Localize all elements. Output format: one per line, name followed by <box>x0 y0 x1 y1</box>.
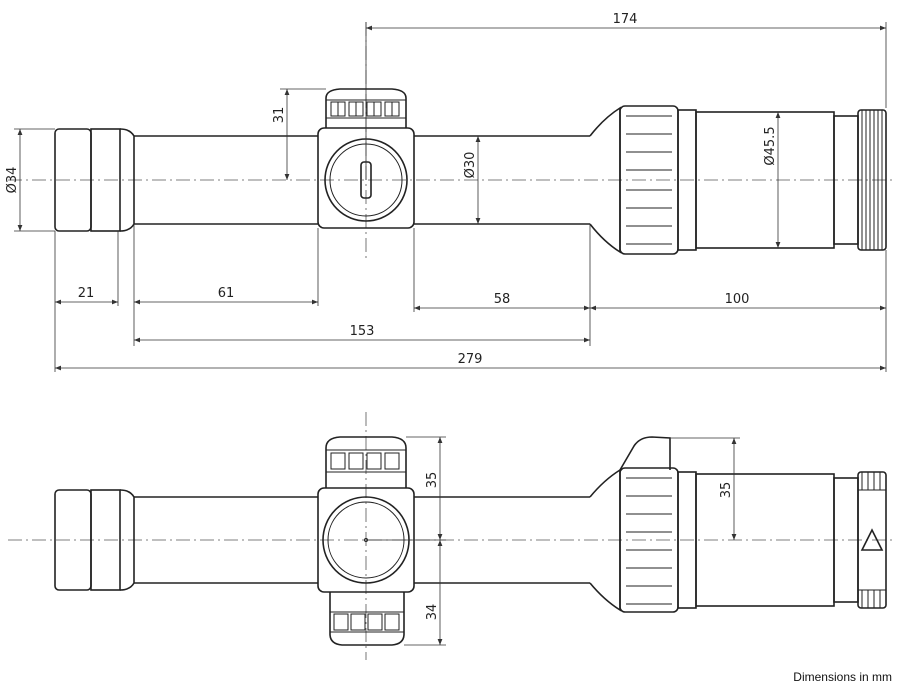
dim-21: 21 <box>78 286 95 301</box>
dim-61: 61 <box>218 286 235 301</box>
dim-34-turret: 34 <box>425 604 440 621</box>
parallax-triangle-icon <box>860 528 884 551</box>
units-caption: Dimensions in mm <box>793 670 892 684</box>
objective-cap <box>833 109 887 251</box>
dim-58: 58 <box>494 292 511 307</box>
top-view: 35 34 35 <box>8 412 895 660</box>
dim-100: 100 <box>725 292 750 307</box>
side-view: 174 31 Ø34 Ø30 Ø45.5 21 61 58 <box>5 12 895 372</box>
dim-35-lever: 35 <box>719 482 734 499</box>
dim-153: 153 <box>350 324 375 339</box>
dim-35-turret: 35 <box>425 472 440 489</box>
dim-dia-34: Ø34 <box>5 167 20 194</box>
eyepiece-2 <box>54 489 135 591</box>
dim-31: 31 <box>272 107 287 124</box>
dim-279: 279 <box>458 352 483 367</box>
dim-174: 174 <box>613 12 638 27</box>
dim-dia-30: Ø30 <box>463 152 478 179</box>
eyepiece <box>54 128 135 232</box>
elevation-turret-2 <box>325 436 407 488</box>
dim-dia-45-5: Ø45.5 <box>763 126 778 165</box>
objective-bell-2 <box>589 436 835 613</box>
windage-turret <box>329 592 405 646</box>
objective-cap-2 <box>833 471 887 609</box>
